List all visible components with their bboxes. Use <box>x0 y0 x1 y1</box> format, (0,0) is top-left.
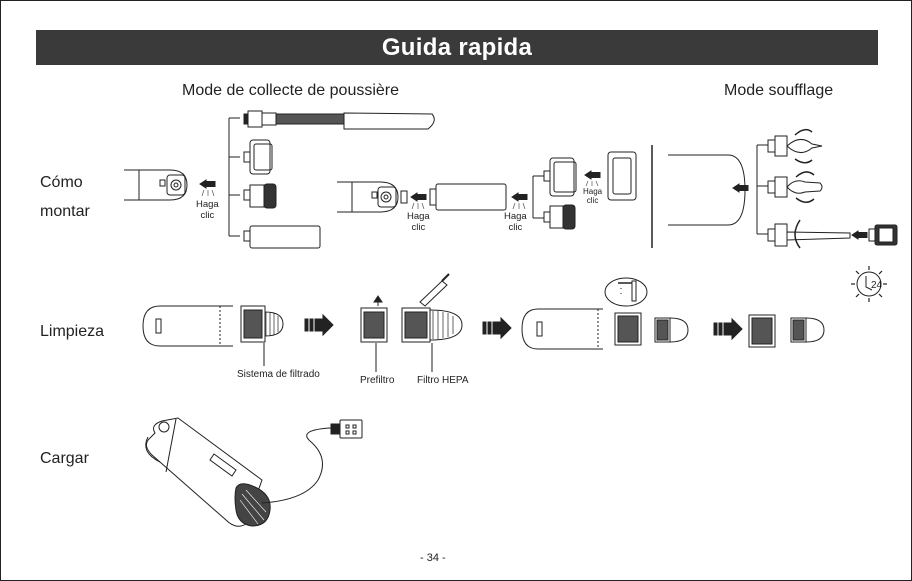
hepa-filter-washed <box>655 318 688 342</box>
blow-bracket <box>757 145 768 234</box>
usb-plug-icon <box>340 420 362 438</box>
brush-nozzle-large <box>608 152 636 200</box>
filter-system <box>241 306 283 342</box>
step-arrow-icon <box>305 315 333 335</box>
hepa-filter <box>402 308 462 342</box>
vacuum-body-clean <box>143 306 233 346</box>
click-arrow-icon <box>585 171 600 179</box>
accessory-bracket <box>229 118 240 236</box>
blow-nozzle-1 <box>768 130 822 163</box>
click-arrow-icon <box>512 193 527 201</box>
click-arrow-icon <box>411 193 426 201</box>
vacuum-charging <box>146 418 340 526</box>
extension-tube-mounted <box>430 184 506 210</box>
clock-24-label: 24 <box>871 280 883 291</box>
brush-nozzle <box>244 140 272 174</box>
crevice-hose-tool <box>244 111 434 129</box>
vacuum-body-wash <box>522 309 603 349</box>
hepa-filter-dry <box>791 318 824 342</box>
prefilter <box>361 296 387 342</box>
nozzle-adapter <box>869 225 897 245</box>
vacuum-body-1 <box>124 170 187 200</box>
tube-bracket <box>533 176 544 218</box>
step-arrow-icon <box>483 318 511 338</box>
blow-nozzle-2 <box>768 172 822 202</box>
vacuum-body-blow <box>668 155 745 225</box>
prefilter-washed <box>615 313 641 345</box>
step-arrow-icon <box>714 319 742 339</box>
vacuum-body-2 <box>337 182 407 212</box>
brush-icon <box>420 274 449 306</box>
prefilter-dry <box>749 315 775 347</box>
filter-cup <box>244 184 276 208</box>
blow-nozzle-3 <box>768 220 850 248</box>
click-arrow-icon <box>200 180 215 188</box>
water-tap-icon <box>605 278 647 306</box>
filter-cup-small <box>544 205 575 229</box>
extension-tube <box>244 226 320 248</box>
click-arrow-icon <box>852 231 867 239</box>
click-arrow-icon <box>733 184 748 192</box>
brush-nozzle-small <box>544 158 576 196</box>
